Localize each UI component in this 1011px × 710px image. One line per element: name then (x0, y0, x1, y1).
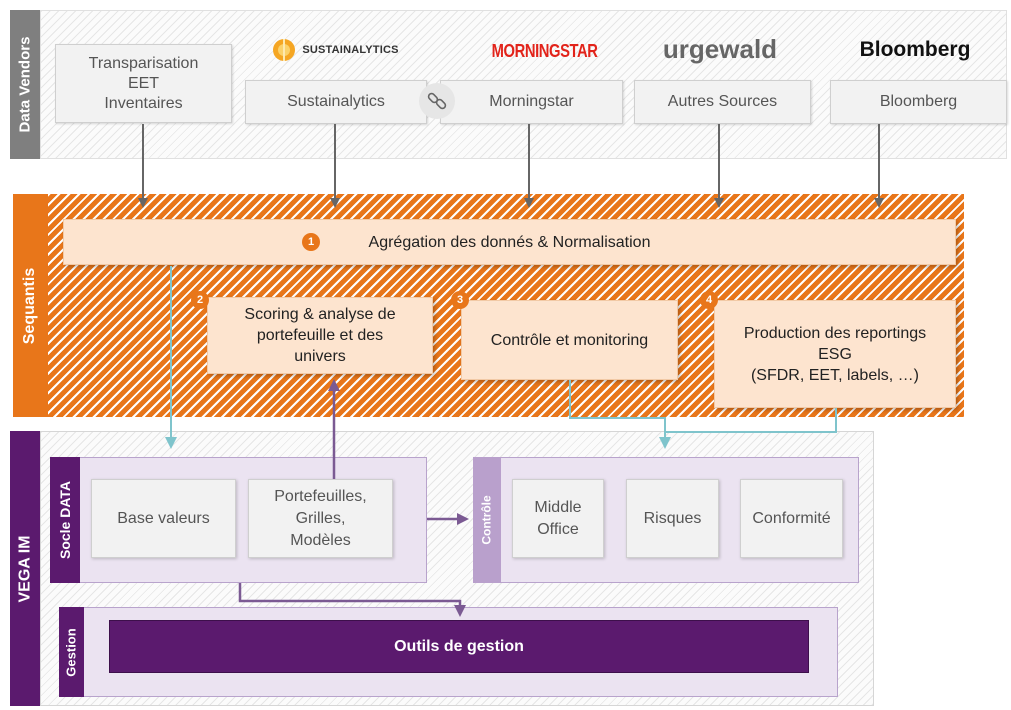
vendor-autres-sources: Autres Sources (634, 80, 811, 124)
step-controle-monitoring: Contrôle et monitoring (461, 300, 678, 380)
vendor-sustainalytics: Sustainalytics (245, 80, 427, 124)
step-scoring: Scoring & analyse de portefeuille et des… (207, 297, 433, 374)
outils-de-gestion-label: Outils de gestion (394, 637, 524, 655)
controle-label: Contrôle (473, 457, 501, 583)
step-1-badge: 1 (302, 233, 320, 251)
socle-data-label: Socle DATA (50, 457, 80, 583)
sequantis-label: Sequantis (13, 194, 48, 417)
risques-box: Risques (626, 479, 719, 558)
morningstar-logo: MORNINGSTAR (492, 40, 598, 61)
urgewald-logo: urgewald (662, 33, 778, 64)
base-valeurs-box: Base valeurs (91, 479, 236, 558)
arrow-reporting-to-controle (665, 408, 837, 433)
arrow-socle-to-gestion (238, 583, 466, 617)
middle-office-box: Middle Office (512, 479, 604, 558)
outils-de-gestion-bar: Outils de gestion (109, 620, 809, 673)
sustainalytics-logo: SUSTAINALYTICS (255, 36, 415, 64)
data-vendors-label: Data Vendors (10, 10, 40, 159)
vega-im-label: VEGA IM (10, 431, 40, 706)
arrow-monitoring-to-controle (569, 380, 671, 449)
vendor-transparisation: Transparisation EET Inventaires (55, 44, 232, 123)
step-3-badge: 3 (451, 291, 469, 309)
step-aggregation: Agrégation des donnés & Normalisation (63, 219, 956, 265)
step-aggregation-label: Agrégation des donnés & Normalisation (368, 233, 651, 251)
link-icon (419, 83, 455, 119)
step-reportings: Production des reportings ESG (SFDR, EET… (714, 300, 956, 408)
portefeuilles-box: Portefeuilles, Grilles, Modèles (248, 479, 393, 558)
vendor-morningstar: Morningstar (440, 80, 623, 124)
step-2-badge: 2 (191, 291, 209, 309)
vendor-bloomberg: Bloomberg (830, 80, 1007, 124)
conformite-box: Conformité (740, 479, 843, 558)
sustainalytics-icon (273, 39, 296, 61)
bloomberg-logo: Bloomberg (859, 38, 971, 61)
gestion-label: Gestion (59, 607, 84, 697)
step-4-badge: 4 (700, 291, 718, 309)
